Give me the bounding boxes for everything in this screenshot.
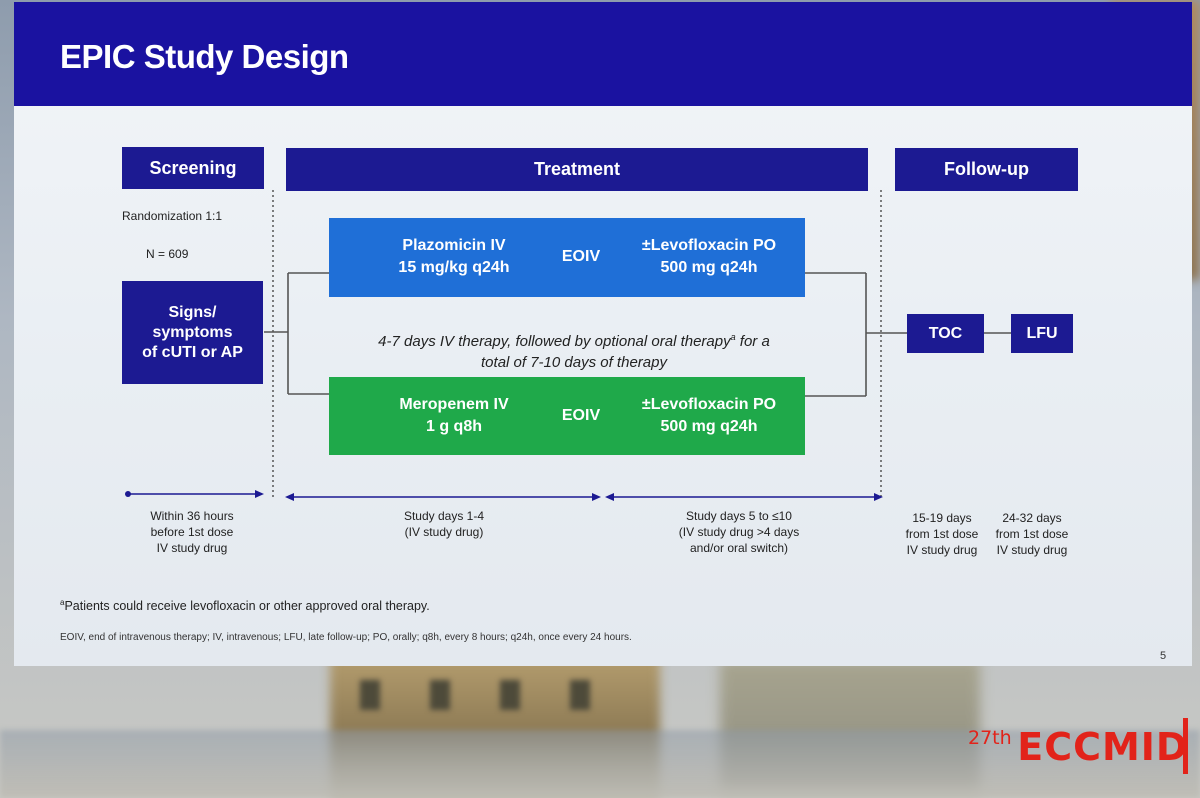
eccmid-logo: 27th ECCMID <box>968 725 1188 769</box>
arrowhead <box>592 493 601 501</box>
arrowhead <box>605 493 614 501</box>
arm-oral-dose: 500 mg q24h <box>660 259 758 276</box>
arrowhead <box>874 493 883 501</box>
arm-oral-dose: 500 mg q24h <box>660 418 758 435</box>
background-window <box>360 680 380 710</box>
timeline-label-line: 24-32 days <box>1002 511 1062 525</box>
logo-name: ECCMID <box>1017 725 1189 769</box>
timeline-label-line: and/or oral switch) <box>689 541 789 555</box>
arm-oral: ±Levofloxacin PO 500 mg q24h <box>629 235 789 279</box>
footnote-marker: a <box>60 598 65 607</box>
timeline-label-line: Study days 5 to ≤10 <box>686 509 792 523</box>
entry-criteria-line: Signs/ <box>168 303 217 321</box>
footnote-text: Patients could receive levofloxacin or o… <box>64 599 430 614</box>
background-window <box>430 680 450 710</box>
arrowhead <box>255 490 264 498</box>
timeline-label-toc: 15-19 days from 1st dose IV study drug <box>896 510 988 558</box>
logo-bar <box>1183 718 1188 774</box>
arm-eoiv: EOIV <box>561 248 601 265</box>
therapy-duration-note: 4-7 days IV therapy, followed by optiona… <box>314 327 834 373</box>
slide-title: EPIC Study Design <box>60 38 349 75</box>
entry-criteria-line: symptoms <box>152 323 233 341</box>
arm-plazomicin: Plazomicin IV 15 mg/kg q24h EOIV ±Levofl… <box>329 218 805 297</box>
entry-criteria-box: Signs/ symptoms of cUTI or AP <box>122 281 263 384</box>
logo-edition: 27th <box>968 727 1012 749</box>
arm-oral-name: ±Levofloxacin PO <box>641 396 777 413</box>
background-window <box>500 680 520 710</box>
timeline-label-line: IV study drug <box>156 541 228 555</box>
therapy-note-text: 4-7 days IV therapy, followed by optiona… <box>378 333 731 350</box>
timeline-label-lfu: 24-32 days from 1st dose IV study drug <box>986 510 1078 558</box>
timeline-label-line: (IV study drug) <box>404 525 484 539</box>
timeline-label-line: IV study drug <box>996 543 1068 557</box>
arm-drug-dose: 15 mg/kg q24h <box>398 259 510 276</box>
slide: EPIC Study Design Screening Treatment Fo… <box>14 2 1192 666</box>
timeline-label-screening: Within 36 hours before 1st dose IV study… <box>122 508 262 556</box>
therapy-note-text: total of 7-10 days of therapy <box>481 354 667 371</box>
timeline-label-line: before 1st dose <box>150 525 234 539</box>
arm-drug: Plazomicin IV 15 mg/kg q24h <box>379 235 529 279</box>
sample-size: N = 609 <box>146 247 189 261</box>
visit-lfu: LFU <box>1011 314 1073 353</box>
footnote-marker: a <box>730 332 736 342</box>
phase-header-follow-up: Follow-up <box>895 148 1078 191</box>
timeline-label-line: (IV study drug >4 days <box>678 525 800 539</box>
title-bar: EPIC Study Design <box>14 2 1192 106</box>
arrowhead <box>285 493 294 501</box>
visit-toc: TOC <box>907 314 984 353</box>
timeline-label-line: Study days 1-4 <box>403 509 485 523</box>
entry-criteria-line: of cUTI or AP <box>142 343 243 361</box>
timeline-label-line: 15-19 days <box>912 511 972 525</box>
therapy-note-text: for a <box>735 333 770 350</box>
timeline-label-days-1-4: Study days 1-4 (IV study drug) <box>364 508 524 540</box>
arm-eoiv: EOIV <box>561 407 601 424</box>
arm-drug-name: Meropenem IV <box>399 396 509 413</box>
arm-meropenem: Meropenem IV 1 g q8h EOIV ±Levofloxacin … <box>329 377 805 455</box>
phase-header-screening: Screening <box>122 147 264 189</box>
arm-oral: ±Levofloxacin PO 500 mg q24h <box>629 394 789 438</box>
background-window <box>570 680 590 710</box>
arm-drug-dose: 1 g q8h <box>425 418 482 435</box>
phase-header-treatment: Treatment <box>286 148 868 191</box>
randomization-ratio: Randomization 1:1 <box>122 209 223 223</box>
background-floor <box>0 730 1200 798</box>
timeline-label-line: Within 36 hours <box>150 509 234 523</box>
timeline-label-line: from 1st dose <box>995 527 1069 541</box>
timeline-label-days-5-10: Study days 5 to ≤10 (IV study drug >4 da… <box>654 508 824 556</box>
timeline-label-line: IV study drug <box>906 543 978 557</box>
timeline-label-line: from 1st dose <box>905 527 979 541</box>
arm-drug: Meropenem IV 1 g q8h <box>379 394 529 438</box>
abbreviations: EOIV, end of intravenous therapy; IV, in… <box>60 632 632 643</box>
arm-oral-name: ±Levofloxacin PO <box>641 237 777 254</box>
arm-drug-name: Plazomicin IV <box>402 237 506 254</box>
footnote-a: aPatients could receive levofloxacin or … <box>60 598 430 613</box>
diagram-connectors <box>125 190 1011 501</box>
page-number: 5 <box>1160 650 1167 662</box>
